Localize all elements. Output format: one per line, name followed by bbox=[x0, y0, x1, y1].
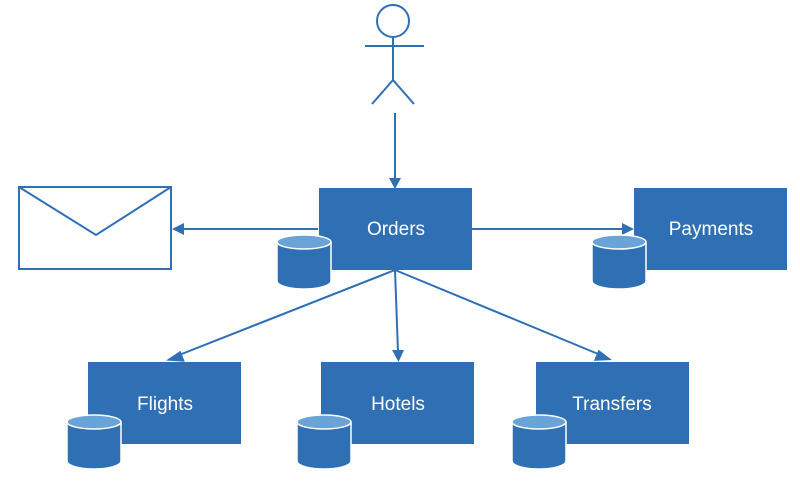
edge-orders-to-transfers bbox=[394, 269, 612, 361]
service-flights: Flights bbox=[66, 362, 241, 470]
edges bbox=[166, 113, 634, 362]
edge-orders-to-payments bbox=[472, 223, 634, 235]
service-payments: Payments bbox=[591, 188, 787, 290]
database-icon bbox=[591, 234, 647, 290]
service-orders: Orders bbox=[276, 188, 472, 290]
orders-label: Orders bbox=[367, 219, 425, 240]
edge-orders-to-hotels bbox=[392, 269, 404, 362]
database-icon bbox=[296, 414, 352, 470]
orders-box bbox=[319, 188, 472, 270]
transfers-label: Transfers bbox=[572, 394, 652, 415]
user-stick-figure-icon bbox=[365, 4, 424, 105]
service-hotels: Hotels bbox=[296, 362, 474, 470]
hotels-label: Hotels bbox=[371, 394, 425, 415]
service-transfers: Transfers bbox=[511, 362, 689, 470]
envelope-icon bbox=[18, 186, 172, 270]
edge-orders-to-notification bbox=[172, 223, 318, 235]
payments-label: Payments bbox=[669, 219, 753, 240]
edge-actor-to-orders bbox=[389, 113, 401, 189]
database-icon bbox=[66, 414, 122, 470]
edge-orders-to-flights bbox=[166, 269, 396, 362]
flights-label: Flights bbox=[137, 394, 193, 415]
payments-box bbox=[634, 188, 787, 270]
database-icon bbox=[511, 414, 567, 470]
database-icon bbox=[276, 234, 332, 290]
